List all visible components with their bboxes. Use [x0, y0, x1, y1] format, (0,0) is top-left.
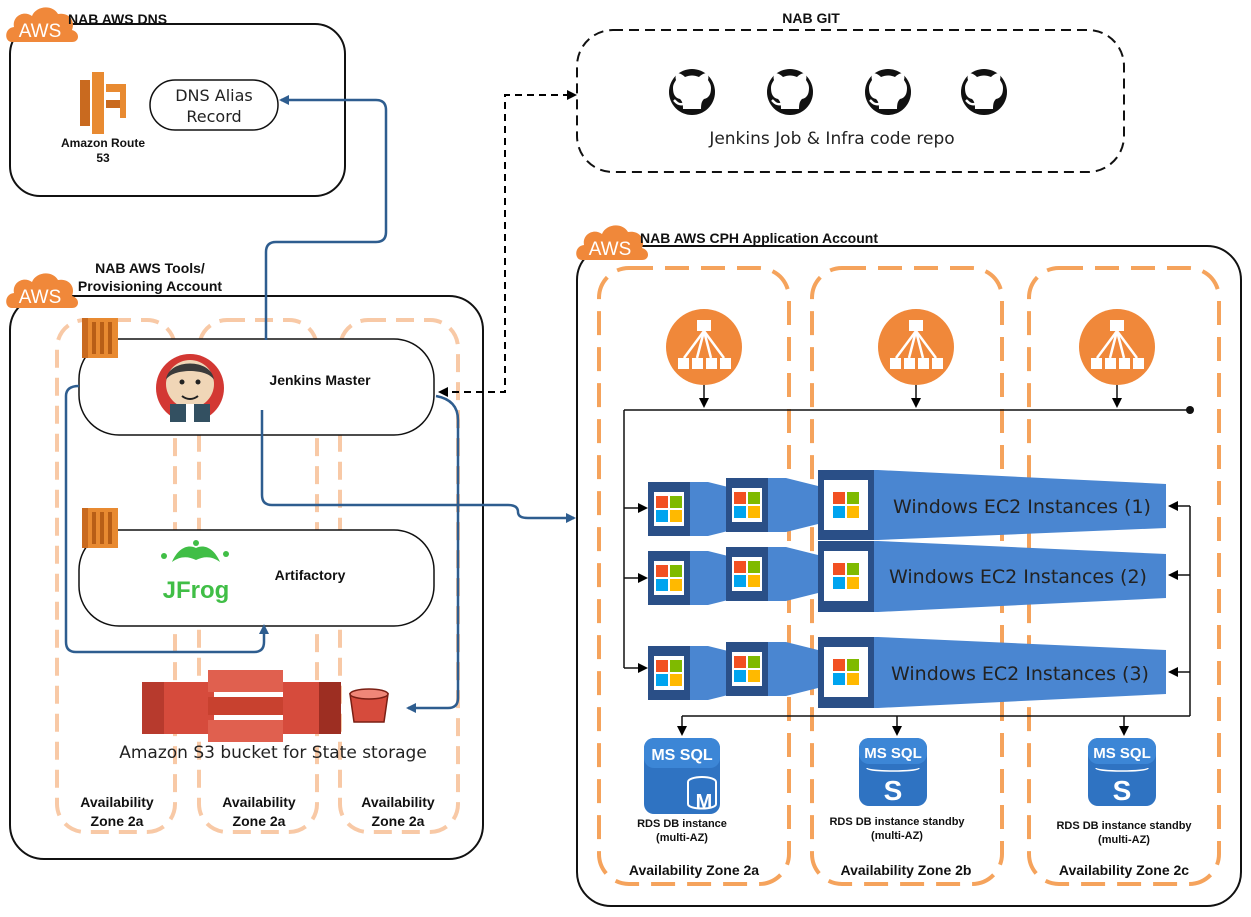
git-repo-label: Jenkins Job & Infra code repo: [708, 129, 954, 149]
tools-zone-label: Availability: [80, 794, 154, 810]
jenkins-icon: [156, 354, 224, 422]
ec2-instance-row-3: Windows EC2 Instances (3): [648, 637, 1166, 708]
rds-label: RDS DB instance standby: [829, 816, 965, 828]
connectors: [64, 90, 577, 713]
artifactory-node: [78, 529, 435, 627]
artifactory-label: Artifactory: [275, 567, 346, 583]
windows-ec2-icon: [726, 642, 818, 696]
svg-text:MS SQL: MS SQL: [864, 745, 922, 762]
route53-icon: [80, 72, 126, 134]
windows-ec2-icon: [726, 478, 818, 532]
rds-label: RDS DB instance standby: [1056, 820, 1192, 832]
ec2-row-label: Windows EC2 Instances (2): [889, 566, 1147, 588]
tools-zone-label-2: Zone 2a: [233, 813, 286, 829]
svg-text:AWS: AWS: [589, 239, 632, 260]
jenkins-master-label: Jenkins Master: [269, 372, 371, 388]
ec2-instance-row-2: Windows EC2 Instances (2): [648, 541, 1166, 612]
svg-text:S: S: [884, 775, 903, 806]
cph-account-panel: AWS NAB AWS CPH Application Account: [576, 225, 1242, 907]
cph-zone-label: Availability Zone 2b: [841, 862, 972, 878]
route53-label-2: 53: [96, 151, 110, 165]
svg-text:MS SQL: MS SQL: [651, 747, 713, 764]
dns-alias-record-node: [149, 79, 279, 131]
cph-zone-label: Availability Zone 2c: [1059, 862, 1189, 878]
jenkins-git-sync-arrow: [438, 90, 577, 397]
jenkins-master-node: [78, 338, 435, 436]
jfrog-logo-icon: JFrog: [161, 540, 229, 604]
tools-zone-label: Availability: [361, 794, 435, 810]
jenkins-to-dns-arrow: [264, 95, 388, 340]
load-balancer-icon: [664, 307, 744, 387]
mssql-rds-primary-icon: MS SQL M: [644, 738, 720, 814]
svg-text:M: M: [696, 791, 713, 813]
ec2-row-label: Windows EC2 Instances (1): [893, 496, 1151, 518]
svg-text:MS SQL: MS SQL: [1093, 745, 1151, 762]
lb-bus-connector: [623, 385, 1191, 736]
rds-label: RDS DB instance: [637, 818, 727, 830]
rds-label-2: (multi-AZ): [1098, 834, 1150, 846]
tools-account-title-2: Provisioning Account: [78, 278, 222, 294]
svg-text:JFrog: JFrog: [163, 577, 230, 604]
ec2-server-icon: [82, 318, 118, 358]
aws-cloud-icon: AWS: [6, 273, 78, 308]
jenkins-to-s3-arrow: [406, 394, 460, 713]
route53-label: Amazon Route: [61, 136, 145, 150]
rds-label-2: (multi-AZ): [656, 832, 708, 844]
git-title: NAB GIT: [782, 10, 840, 26]
dns-account-title: NAB AWS DNS: [68, 11, 167, 27]
dns-alias-label-2: Record: [186, 107, 241, 126]
tools-zone-label-2: Zone 2a: [91, 813, 144, 829]
s3-bucket-icon: [142, 670, 389, 742]
cph-zone-label: Availability Zone 2a: [629, 862, 759, 878]
load-balancer-icon: [876, 307, 956, 387]
aws-cloud-icon: AWS: [6, 7, 78, 43]
github-icon: [863, 67, 913, 117]
svg-text:AWS: AWS: [19, 21, 62, 42]
bus-junction-dot: [1186, 406, 1194, 414]
mssql-rds-standby-icon: MS SQL S: [859, 738, 927, 806]
github-icon: [959, 67, 1009, 117]
rds-label-2: (multi-AZ): [871, 830, 923, 842]
ec2-row-label: Windows EC2 Instances (3): [891, 663, 1149, 685]
windows-ec2-icon: [726, 547, 818, 601]
dns-account-panel: AWS NAB AWS DNS Amazon Route 53 DNS Alia…: [6, 7, 346, 197]
svg-text:AWS: AWS: [19, 287, 62, 308]
svg-text:S: S: [1113, 775, 1132, 806]
tools-zone-label-2: Zone 2a: [372, 813, 425, 829]
github-icon: [765, 67, 815, 117]
dns-alias-label: DNS Alias: [175, 86, 253, 105]
tools-account-title: NAB AWS Tools/: [95, 260, 205, 276]
aws-cloud-icon: AWS: [576, 225, 648, 260]
github-icon: [667, 67, 717, 117]
s3-bucket-label: Amazon S3 bucket for State storage: [119, 743, 427, 763]
tools-zone-label: Availability: [222, 794, 296, 810]
jenkins-to-cph-arrow: [260, 410, 576, 523]
ec2-server-icon: [82, 508, 118, 548]
cph-account-title: NAB AWS CPH Application Account: [640, 230, 878, 246]
jenkins-to-artifactory-arrow: [64, 384, 269, 654]
ec2-instance-row-1: Windows EC2 Instances (1): [648, 470, 1166, 540]
git-panel: NAB GIT Jenkins Job & Infra code repo: [576, 10, 1125, 173]
tools-account-panel: AWS NAB AWS Tools/ Provisioning Account …: [6, 260, 484, 860]
mssql-rds-standby-icon: MS SQL S: [1088, 738, 1156, 806]
load-balancer-icon: [1077, 307, 1157, 387]
